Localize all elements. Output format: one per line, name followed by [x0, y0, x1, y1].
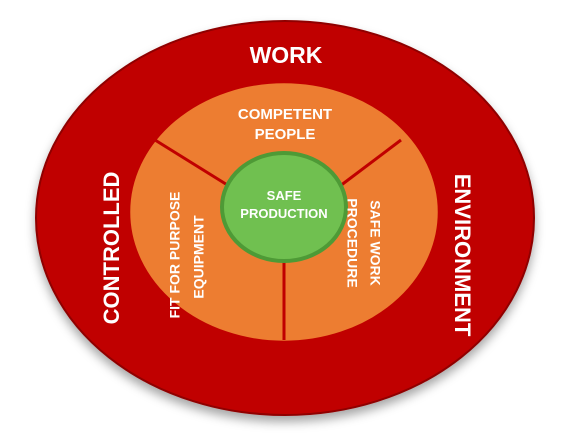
- divider-right: [339, 138, 402, 188]
- center-circle: [220, 151, 348, 263]
- label-procedure: PROCEDURE: [344, 198, 360, 287]
- label-production: PRODUCTION: [240, 206, 327, 221]
- label-safe: SAFE: [267, 188, 302, 203]
- label-environment: ENVIRONMENT: [450, 174, 475, 337]
- label-controlled: CONTROLLED: [99, 172, 124, 325]
- label-fit-for-purpose: FIT FOR PURPOSE: [167, 192, 183, 319]
- label-safe-work: SAFE WORK: [367, 200, 383, 286]
- label-equipment: EQUIPMENT: [191, 215, 207, 299]
- label-people: PEOPLE: [255, 126, 316, 143]
- label-competent: COMPETENT: [238, 106, 332, 123]
- label-work: WORK: [250, 42, 323, 68]
- divider-left: [154, 138, 230, 188]
